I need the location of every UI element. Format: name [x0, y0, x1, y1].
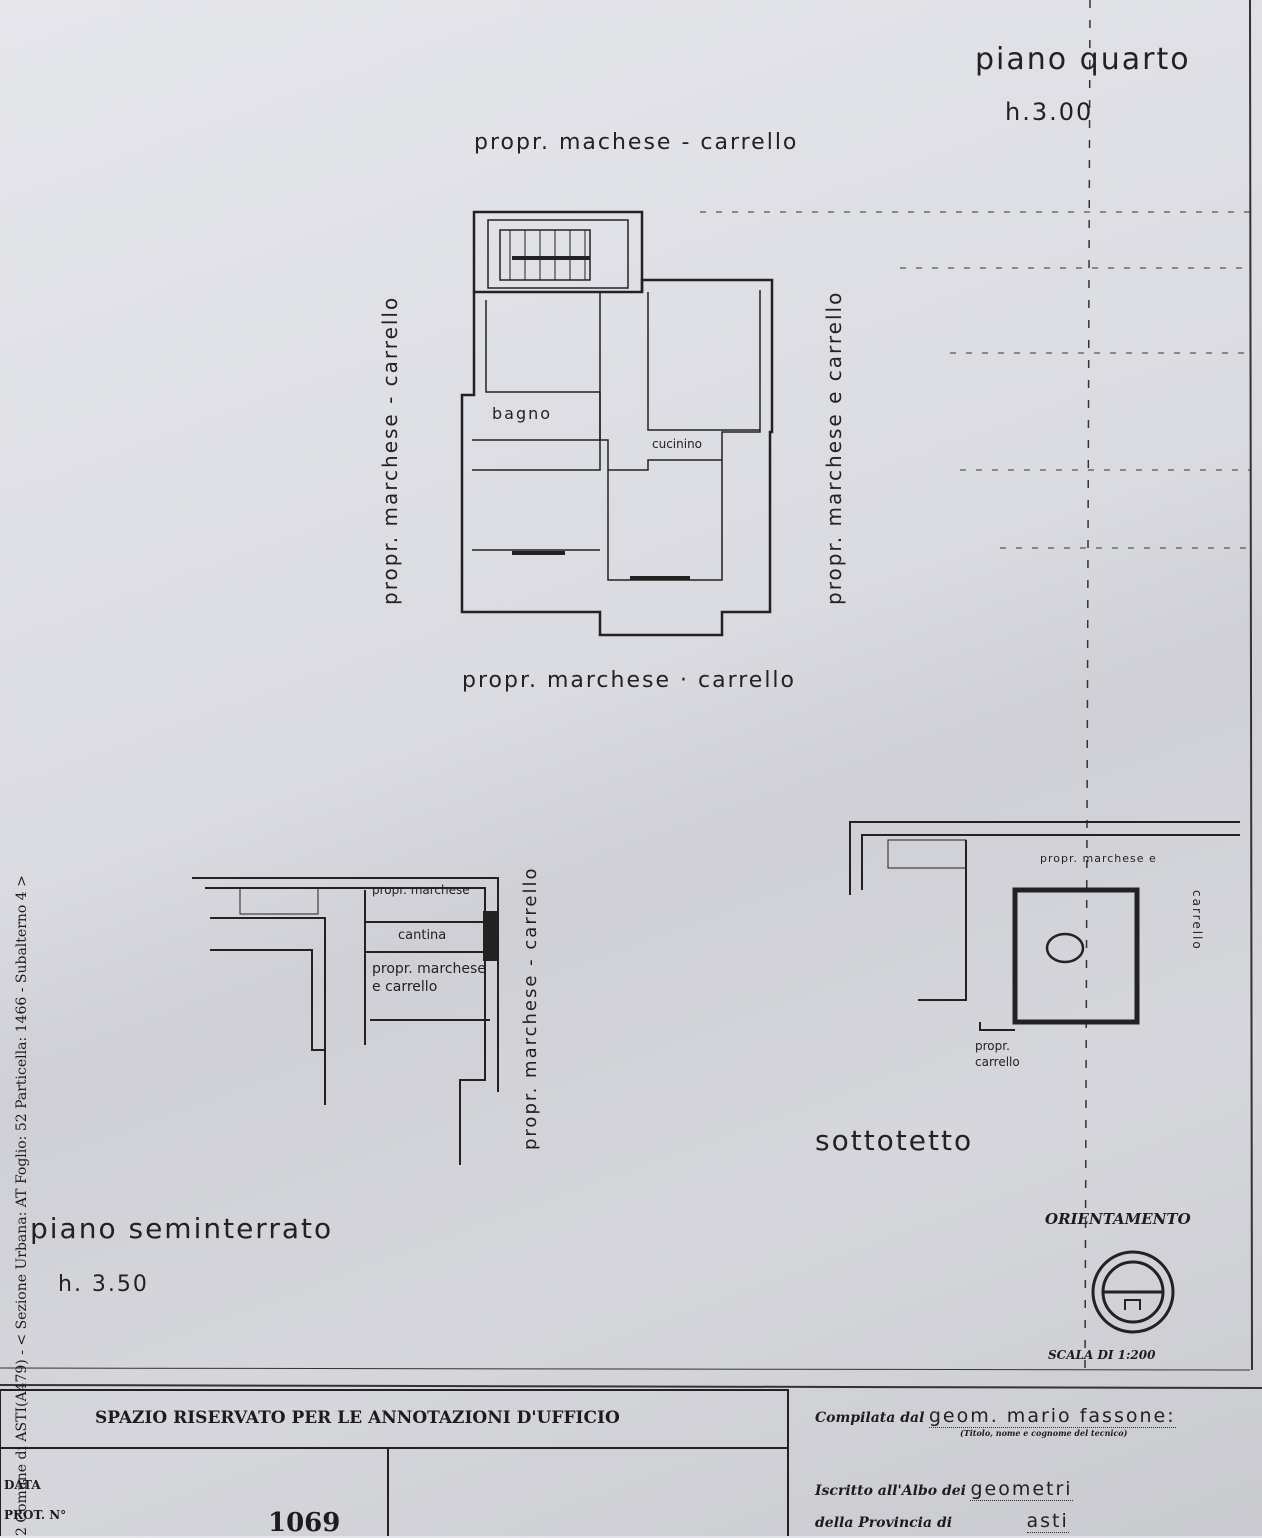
provincia-label: della Provincia di	[815, 1515, 953, 1531]
sheet-frame-right	[1249, 0, 1253, 1371]
albo-row: Iscritto all'Albo dei geometri	[815, 1478, 1073, 1501]
sottotetto-label-top: propr. marchese e	[1040, 852, 1157, 865]
albo-label: Iscritto all'Albo dei	[815, 1483, 966, 1499]
piano-quarto-title: piano quarto	[975, 42, 1191, 77]
label-propr-marchese-carrello: propr. marchese e carrello	[372, 961, 486, 995]
room-cantina: cantina	[398, 928, 447, 943]
plan-sottotetto	[849, 821, 1240, 1031]
sottotetto-title: sottotetto	[815, 1124, 974, 1157]
compilata-row: Compilata dal geom. mario fassone:	[815, 1405, 1176, 1428]
form-top-line	[0, 1384, 1262, 1389]
scale-label: SCALA DI 1:200	[1048, 1348, 1156, 1362]
compilata-value: geom. mario fassone:	[928, 1405, 1176, 1428]
cadastral-reference: 2 Comune di ASTI(A479) - < Sezione Urban…	[14, 875, 30, 1536]
compass-icon	[1091, 1250, 1175, 1334]
room-bagno: bagno	[492, 404, 553, 423]
sottotetto-label-right: carrello	[1190, 890, 1204, 951]
compilata-hint: (Titolo, nome e cognome del tecnico)	[960, 1428, 1128, 1438]
orientamento-title: ORIENTAMENTO	[1045, 1210, 1191, 1228]
sheet-fold-line	[1084, 0, 1091, 1371]
label-propr-marchese: propr. marchese	[372, 883, 470, 897]
provincia-row: della Provincia di asti	[815, 1510, 1069, 1533]
label-left: propr. marchese - carrello	[378, 295, 402, 605]
prot-value: 1069	[268, 1508, 341, 1538]
room-cucinino: cucinino	[652, 437, 703, 451]
office-form	[0, 1389, 789, 1536]
piano-seminterrato-height: h. 3.50	[58, 1272, 149, 1297]
albo-value: geometri	[970, 1478, 1073, 1501]
plan-piano-quarto	[460, 210, 774, 637]
label-bottom: propr. marchese · carrello	[462, 668, 797, 693]
label-right: propr. marchese e carrello	[822, 290, 846, 605]
data-label: DATA	[4, 1478, 41, 1492]
compilata-label: Compilata dal	[815, 1410, 925, 1426]
provincia-value: asti	[1026, 1510, 1069, 1533]
prot-label: PROT. N°	[4, 1508, 67, 1522]
seminterrato-label-right: propr. marchese - carrello	[520, 866, 541, 1150]
piano-quarto-height: h.3.00	[1005, 98, 1094, 126]
office-title: SPAZIO RISERVATO PER LE ANNOTAZIONI D'UF…	[95, 1408, 620, 1428]
sottotetto-label-bottom: propr. carrello	[975, 1039, 1020, 1069]
plan-piano-seminterrato	[192, 877, 499, 1165]
label-top: propr. machese - carrello	[474, 130, 799, 155]
piano-seminterrato-title: piano seminterrato	[30, 1212, 334, 1245]
sheet-frame-bottom	[0, 1367, 1251, 1371]
